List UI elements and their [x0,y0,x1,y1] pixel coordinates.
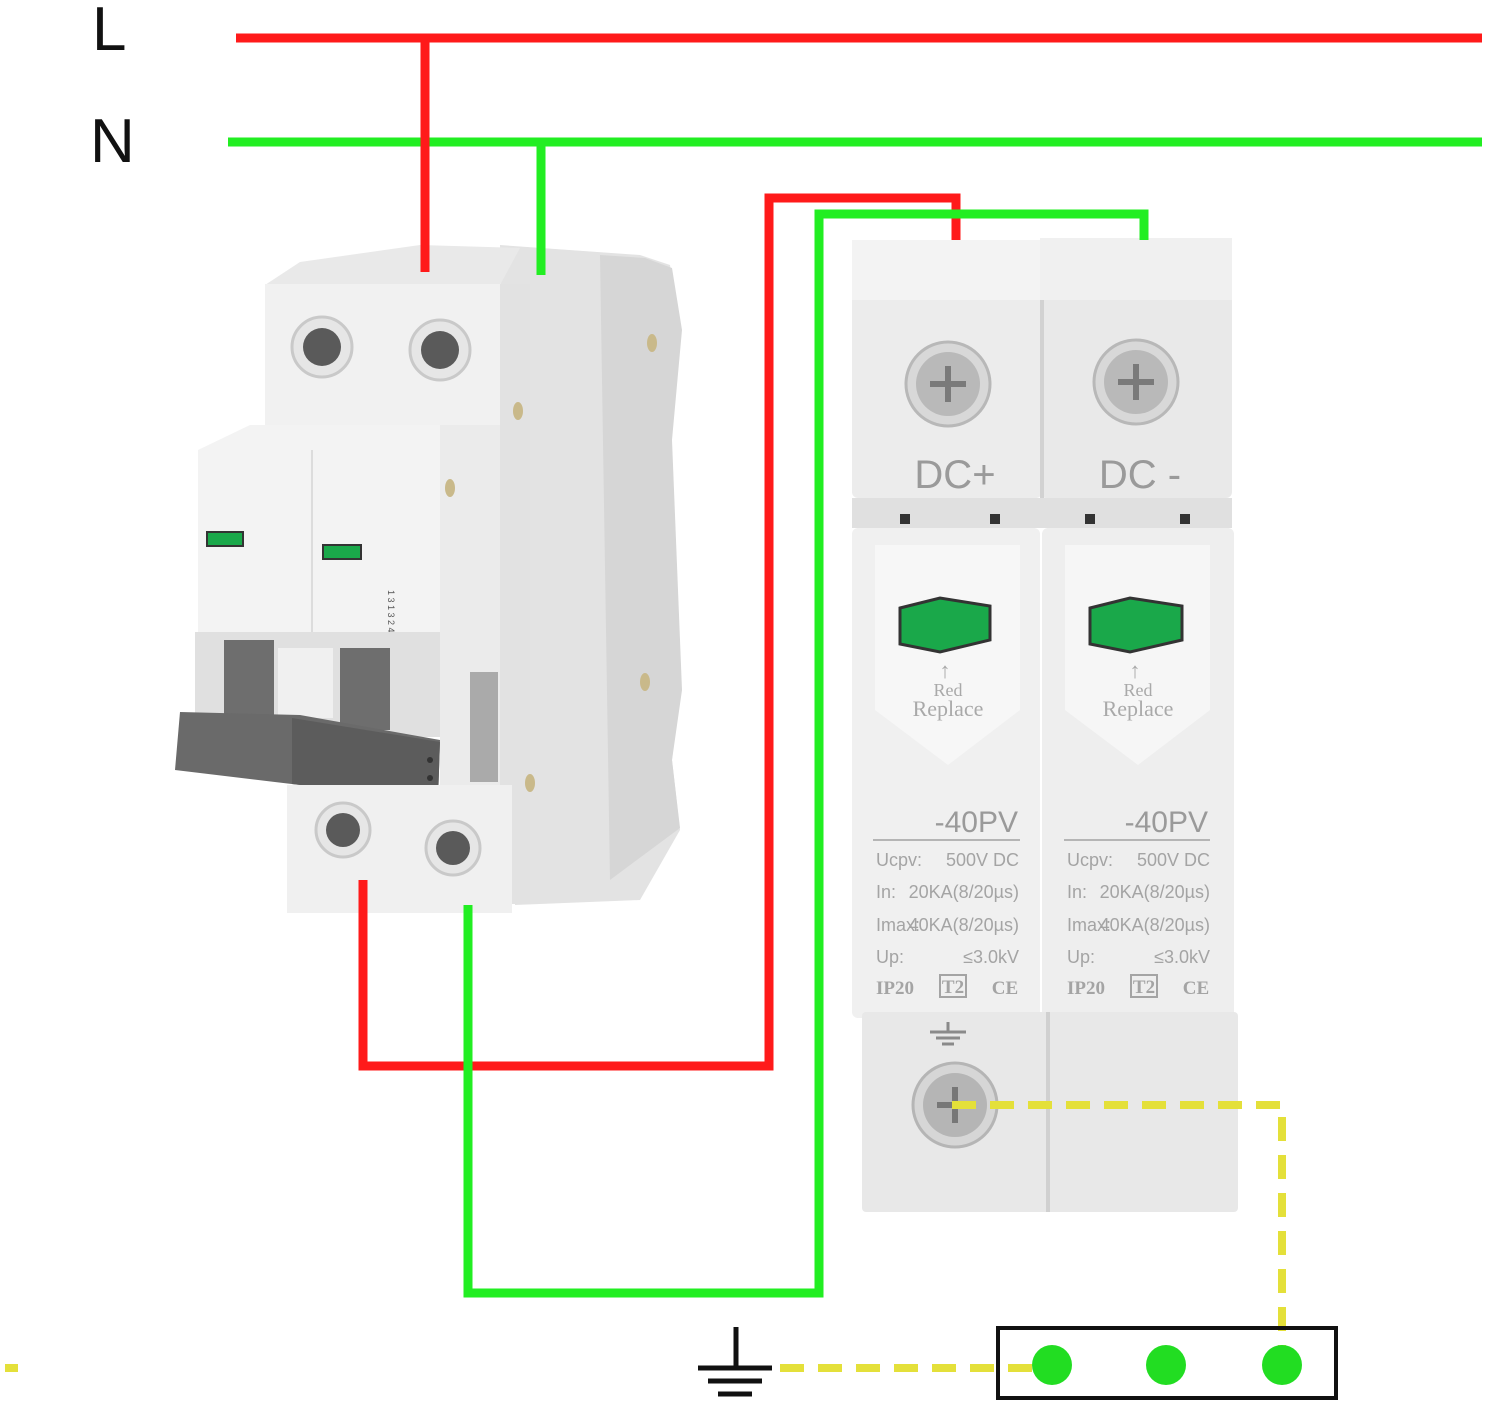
type-mark: T2 [942,977,964,998]
dc-minus-status-indicator [1088,596,1184,654]
neutral-to-spd-wire [463,209,1149,1298]
spec-key: Up: [1067,947,1095,967]
spec-key: Up: [876,947,904,967]
ip-rating: IP20 [876,978,914,999]
ip-rating: IP20 [1067,978,1105,999]
spd-earth-symbol-icon [930,1022,966,1046]
spec-value: 20KA(8/20µs) [1100,882,1210,902]
spec-key: Imax: [1067,915,1111,935]
circuit-breaker: 1 3 1 3 2 4 [175,245,682,913]
dc-plus-model: -40PV [935,806,1018,839]
surge-protector: DC+ DC - ↑ Red Replace ↑ Red Replace -40… [852,238,1238,1212]
spec-value: 500V DC [946,850,1019,870]
spec-value: 20KA(8/20µs) [909,882,1019,902]
live-line-label: L [92,0,126,64]
spec-key: In: [1067,882,1087,902]
dc-plus-label: DC+ [914,453,995,497]
live-to-spd-wire [358,193,961,1071]
terminal-dot [1146,1345,1186,1385]
ground-symbol-icon [698,1327,772,1397]
spec-key: Ucpv: [1067,850,1113,870]
dc-minus-indicator-hint-2: Replace [1103,696,1174,721]
dc-plus-screw-icon [904,340,992,428]
terminal-dot [1262,1345,1302,1385]
spec-value: ≤3.0kV [1154,947,1210,967]
dc-minus-indicator-hint-1: Red [1124,680,1153,700]
earth-terminal-block [996,1326,1338,1400]
dc-plus-indicator-hint-1: Red [934,680,963,700]
breaker-side-marking: 1 3 1 3 2 4 [386,590,396,633]
type-mark: T2 [1133,977,1155,998]
spd-earth-wire [952,1101,1286,1365]
spec-key: In: [876,882,896,902]
dc-plus-indicator-arrow: ↑ [940,658,951,683]
dc-plus-indicator-hint-2: Replace [913,696,984,721]
dc-plus-status-indicator [898,596,992,654]
dc-minus-label: DC - [1099,453,1181,497]
ce-mark-icon: CE [992,978,1018,999]
ce-mark-icon: CE [1183,978,1209,999]
spec-value: 40KA(8/20µs) [1100,915,1210,935]
dc-minus-screw-icon [1092,338,1180,426]
spec-key: Imax: [876,915,920,935]
spec-value: 40KA(8/20µs) [909,915,1019,935]
terminal-dot [1032,1345,1072,1385]
dc-minus-indicator-arrow: ↑ [1130,658,1141,683]
dc-minus-specs: Ucpv: 500V DC In: 20KA(8/20µs) Imax: 40K… [1067,850,1210,999]
spec-value: ≤3.0kV [963,947,1019,967]
spec-key: Ucpv: [876,850,922,870]
neutral-line-label: N [90,107,135,176]
spec-value: 500V DC [1137,850,1210,870]
dc-plus-specs: Ucpv: 500V DC In: 20KA(8/20µs) Imax: 40K… [876,850,1019,999]
dc-minus-model: -40PV [1125,806,1208,839]
